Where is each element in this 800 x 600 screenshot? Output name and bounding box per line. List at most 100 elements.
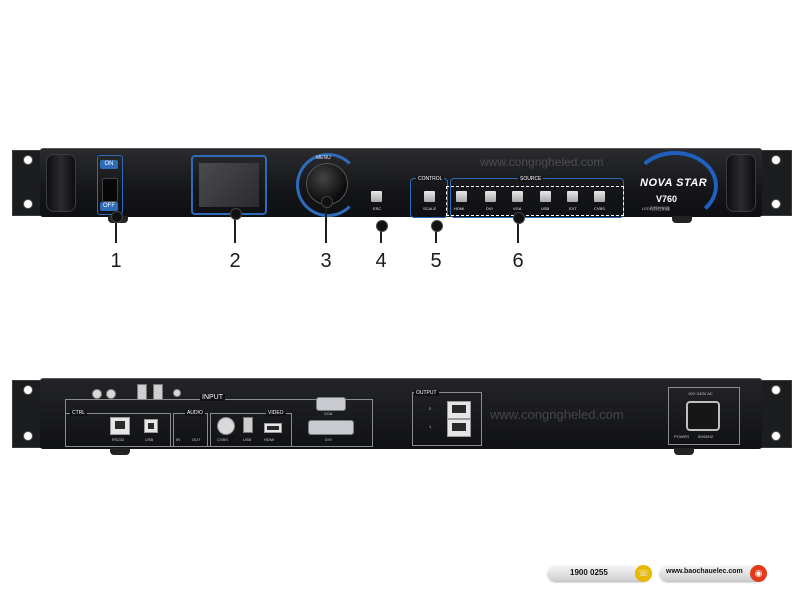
rj-socket xyxy=(452,423,466,431)
callout-line xyxy=(517,216,519,243)
vga-port[interactable] xyxy=(316,397,346,411)
model-subtitle: LED视频控制器 xyxy=(642,206,670,211)
power-rating-label: 100~240V AC xyxy=(688,391,713,396)
callout-marker xyxy=(111,211,123,223)
callout-line xyxy=(234,212,236,243)
source-label-ext: EXT xyxy=(569,206,577,211)
rear-right-rack-ear xyxy=(760,380,792,448)
video-label: VIDEO xyxy=(266,410,286,416)
rj-socket xyxy=(115,421,125,429)
lcd-screen-frame xyxy=(191,155,267,215)
source-button-usb[interactable] xyxy=(540,191,551,202)
power-label: POWER xyxy=(674,434,690,439)
audio-in-label: IN xyxy=(176,437,180,442)
callout-number: 2 xyxy=(229,250,241,272)
power-section xyxy=(668,387,740,445)
callout-marker xyxy=(321,196,333,208)
rs232-port[interactable] xyxy=(110,417,130,435)
callout-number: 3 xyxy=(320,250,332,272)
usb-port[interactable] xyxy=(137,384,147,400)
control-label: CONTROL xyxy=(416,176,445,182)
front-watermark: www.congngheled.com xyxy=(480,155,604,169)
rear-left-rack-ear xyxy=(12,380,44,448)
brand-arc xyxy=(632,151,718,221)
source-label-usb: USB xyxy=(541,206,550,211)
ctrl-label: CTRL xyxy=(70,410,88,416)
source-button-vga[interactable] xyxy=(512,191,523,202)
ctrl-section xyxy=(65,413,171,447)
front-left-handle xyxy=(46,154,76,212)
video-section xyxy=(210,413,292,447)
front-right-rack-ear xyxy=(760,150,792,216)
output-port-2[interactable] xyxy=(447,401,471,419)
callout-marker xyxy=(230,208,242,220)
callout-marker xyxy=(431,220,443,232)
audio-out-label: OUT xyxy=(192,437,201,442)
input-label: INPUT xyxy=(200,394,225,401)
callout-number: 5 xyxy=(430,250,442,272)
cvbs-bnc-port[interactable] xyxy=(217,417,235,435)
source-button-dvi[interactable] xyxy=(485,191,496,202)
globe-icon: ◉ xyxy=(750,565,767,582)
rack-ear-hole xyxy=(771,199,781,209)
hdmi-port[interactable] xyxy=(264,423,282,433)
callout-line xyxy=(380,224,382,243)
ctrl-usb-label: USB xyxy=(145,437,154,442)
source-label: SOURCE xyxy=(518,176,544,182)
power-switch-frame: ON OFF xyxy=(97,155,123,215)
callout-line xyxy=(435,224,437,243)
screw-icon xyxy=(173,389,181,397)
hdmi-label: HDMI xyxy=(264,437,275,442)
esc-button[interactable] xyxy=(371,191,382,202)
screw-icon xyxy=(106,389,116,399)
usb-port[interactable] xyxy=(153,384,163,400)
dvi-port[interactable] xyxy=(308,420,354,435)
rack-ear-hole xyxy=(23,431,33,441)
callout-line xyxy=(115,215,117,243)
source-button-ext[interactable] xyxy=(567,191,578,202)
output-section xyxy=(412,392,482,446)
power-inlet[interactable] xyxy=(686,401,720,431)
hdmi-socket xyxy=(267,426,279,430)
source-label-dvi: DVI xyxy=(486,206,493,211)
menu-knob-ring xyxy=(296,153,360,217)
power-frequency-label: 50/60HZ xyxy=(698,434,714,439)
rack-ear-hole xyxy=(771,385,781,395)
front-left-rack-ear xyxy=(12,150,44,216)
video-usb-port[interactable] xyxy=(243,417,253,433)
callout-marker xyxy=(513,212,525,224)
source-button-hdmi[interactable] xyxy=(456,191,467,202)
output-port-1[interactable] xyxy=(447,419,471,437)
lcd-screen xyxy=(199,163,259,207)
front-foot xyxy=(672,216,692,223)
rack-ear-hole xyxy=(23,385,33,395)
dvi-label: DVI xyxy=(325,437,332,442)
callout-marker xyxy=(376,220,388,232)
source-label-vga: VGA xyxy=(513,206,522,211)
output-label: OUTPUT xyxy=(414,390,439,396)
brand-logo: NOVA STAR xyxy=(640,177,708,189)
model-name: V760 xyxy=(656,194,678,204)
rj-socket xyxy=(452,405,466,413)
audio-label: AUDIO xyxy=(185,410,205,416)
rj-socket xyxy=(148,423,154,429)
power-switch[interactable] xyxy=(102,178,118,202)
usb-b-port[interactable] xyxy=(144,419,158,433)
website-link: www.baochauelec.com xyxy=(666,568,743,575)
phone-icon: ☏ xyxy=(635,565,652,582)
rack-ear-hole xyxy=(771,431,781,441)
source-label-cvbs: CVBS xyxy=(594,206,605,211)
phone-pill[interactable]: 1900 0255 ☏ xyxy=(548,565,652,582)
source-button-cvbs[interactable] xyxy=(594,191,605,202)
output-port-2-label: 2 xyxy=(429,406,432,411)
esc-label: ESC xyxy=(373,206,382,211)
output-port-1-label: 1 xyxy=(429,424,432,429)
screw-icon xyxy=(92,389,102,399)
rs232-label: RS232 xyxy=(112,437,125,442)
video-usb-label: USB xyxy=(243,437,252,442)
rack-ear-hole xyxy=(23,199,33,209)
website-pill[interactable]: www.baochauelec.com ◉ xyxy=(660,565,767,582)
scale-button[interactable] xyxy=(424,191,435,202)
rear-foot xyxy=(674,448,694,455)
vga-label: VGA xyxy=(324,411,333,416)
